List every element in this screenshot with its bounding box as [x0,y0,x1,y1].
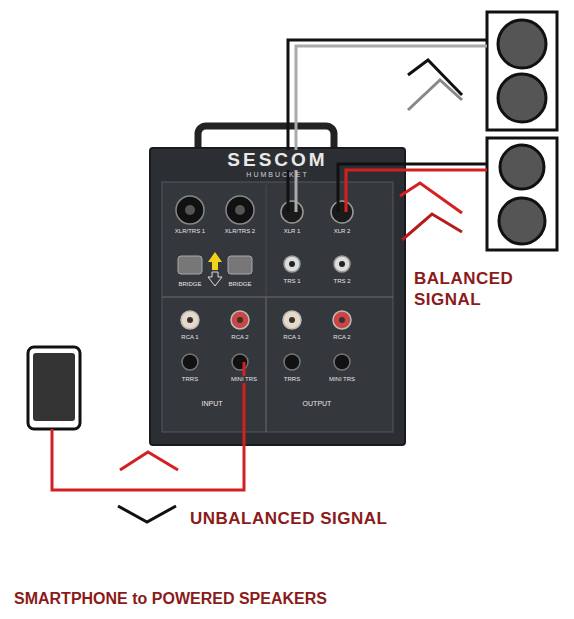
rca-holes [187,317,345,323]
rca-jacks [181,311,351,329]
model-name: HUMBUCKET [150,170,405,179]
connector-label: TRS 1 [282,278,301,285]
speaker [487,12,557,130]
divider [162,297,393,298]
connector-label: TRRS [181,376,199,383]
mini-jacks [182,354,350,370]
connector-label: XLR 2 [333,228,352,235]
housing [150,148,405,445]
divider [266,297,267,432]
connector-label: XLR/TRS 1 [174,228,206,235]
combo-jacks [176,196,254,224]
wire [338,164,487,212]
bridge-arrow [208,252,222,270]
section-label: INPUT [201,400,224,408]
wire [346,170,487,212]
divider [266,185,267,295]
device-housing: SESCOMHUMBUCKET [150,150,405,179]
connector-label: TRS 2 [332,278,351,285]
connector-label: RCA 2 [230,334,249,341]
connector-label: BRIDGE [177,281,202,288]
connector-label: MINI TRS [230,376,258,383]
waveform [120,452,178,470]
connector-label: MINI TRS [328,376,356,383]
waveform [400,183,462,213]
connector-label: RCA 1 [180,334,199,341]
bridge-arrow [208,272,222,286]
signal-label: BALANCED SIGNAL [414,268,526,310]
connector-label: TRRS [283,376,301,383]
brand-name: SESCOM [224,150,330,170]
connector-label: RCA 2 [332,334,351,341]
smartphone [28,347,80,429]
connector-label: BRIDGE [227,281,252,288]
combo-jack-holes [185,205,245,215]
waveform [118,506,176,522]
connector-label: RCA 1 [282,334,301,341]
panel [162,182,393,432]
caption: SMARTPHONE to POWERED SPEAKERS [14,589,327,609]
wire [52,362,244,490]
waveform [402,214,462,240]
wire [296,46,487,212]
speaker [487,138,557,250]
trs-holes [289,261,345,267]
section-label: OUTPUT [302,400,333,408]
trs-jacks [284,256,350,272]
wire [288,40,487,212]
waveform [408,60,462,95]
waveform [408,80,462,110]
connector-label: XLR 1 [283,228,302,235]
xlr-jacks [281,201,353,223]
connector-label: XLR/TRS 2 [224,228,256,235]
signal-label: UNBALANCED SIGNAL [190,508,387,529]
